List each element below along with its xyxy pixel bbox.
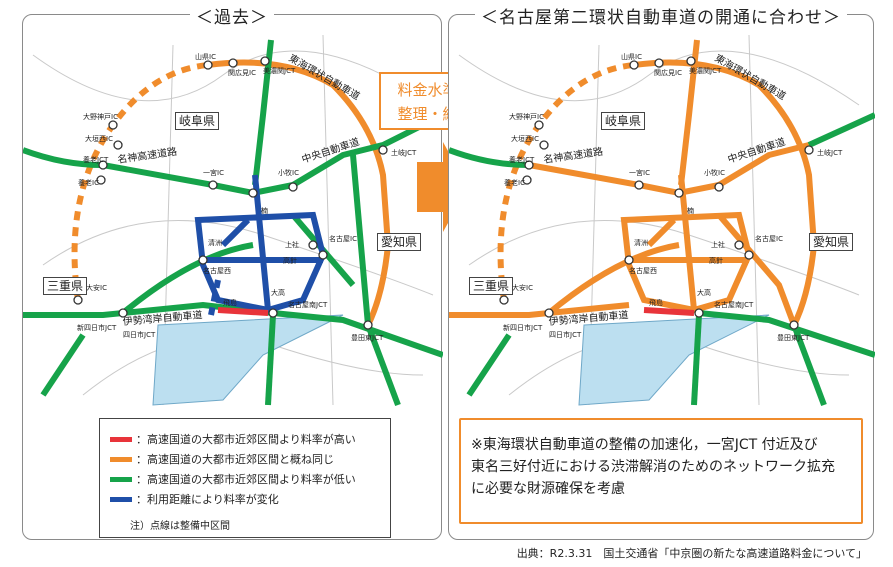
yokkaichi-label: 四日市JCT (549, 330, 582, 339)
komaki-label: 小牧IC (278, 168, 299, 177)
nagoya-ic-label: 名古屋IC (329, 234, 357, 243)
legend-blue: ：利用距離により料率が変化 (110, 491, 279, 507)
ono-label: 大野神戸IC (83, 112, 118, 121)
ise-bay (152, 314, 344, 406)
toyota-label: 豊田東JCT (351, 333, 384, 342)
ichinomiya-label: 一宮IC (629, 168, 650, 177)
mie-pref-label: 三重県 (469, 277, 514, 295)
ogaki-label: 大垣西IC (85, 134, 113, 143)
kusunoki-label: 楠 (261, 206, 268, 215)
meishin-label: 名神高速道路 (543, 145, 604, 166)
yamagata-label: 山県IC (195, 52, 216, 61)
kamiyashiro-label: 上社 (285, 240, 299, 249)
gifu-pref-label: 岐阜県 (601, 112, 646, 130)
toki-label: 土岐JCT (817, 148, 843, 157)
kiyosu-label: 清洲 (208, 238, 222, 247)
tobishima-label: 飛島 (649, 298, 663, 307)
current-panel-title: ＜名古屋第二環状自動車道の開通に合わせ＞ (475, 8, 847, 28)
mino-label: 美濃関JCT (263, 66, 296, 75)
blue-dashed (208, 279, 221, 316)
nagoya-ic-label: 名古屋IC (755, 234, 783, 243)
aichi-pref-label: 愛知県 (377, 233, 422, 251)
mie-pref-label: 三重県 (43, 277, 88, 295)
past-panel-title: ＜過去＞ (190, 8, 274, 28)
legend-green: ：高速国道の大都市近郊区間より料率が低い (110, 471, 356, 487)
red-segment (217, 307, 269, 316)
tokai-kanjo (207, 59, 392, 327)
nagoya-nishi-label: 名古屋西 (203, 266, 231, 275)
komaki-label: 小牧IC (704, 168, 725, 177)
interchange-nodes (499, 56, 814, 330)
yokkaichi-label: 四日市JCT (123, 330, 156, 339)
tokai-kanjo (633, 59, 818, 327)
interchange-nodes (73, 56, 388, 330)
nagoya-nishi-label: 名古屋西 (629, 266, 657, 275)
legend-orange: ：高速国道の大都市近郊区間と概ね同じ (110, 451, 334, 467)
daian-label: 大安IC (512, 283, 533, 292)
yoro-label: 養老JCT (83, 155, 109, 164)
toyota-label: 豊田東JCT (777, 333, 810, 342)
yamagata-label: 山県IC (621, 52, 642, 61)
kamiyashiro-label: 上社 (711, 240, 725, 249)
toki-label: 土岐JCT (391, 148, 417, 157)
current-map-panel: ＜名古屋第二環状自動車道の開通に合わせ＞ (448, 8, 875, 540)
daian-label: 大安IC (86, 283, 107, 292)
mino-label: 美濃関JCT (689, 66, 722, 75)
aichi-pref-label: 愛知県 (809, 233, 854, 251)
current-network-map: 名神高速道路 中央自動車道 東海環状自動車道 伊勢湾岸自動車道 山県IC 関広見… (449, 34, 875, 407)
legend: ：高速国道の大都市近郊区間より料率が高い ：高速国道の大都市近郊区間と概ね同じ … (99, 418, 391, 538)
yoro2-label: 養老IC (78, 178, 99, 187)
tokai-kanjo-dashed (71, 62, 209, 301)
takabari-label: 高針 (709, 256, 723, 265)
legend-note: 注）点線は整備中区間 (130, 521, 230, 532)
yoro-label: 養老JCT (509, 155, 535, 164)
seki-label: 関広見IC (654, 68, 682, 77)
seki-label: 関広見IC (228, 68, 256, 77)
nagoya-minami-label: 名古屋南JCT (288, 300, 328, 309)
ise-bay (578, 314, 770, 406)
oaka-label: 大高 (697, 288, 711, 297)
shin-yokkaichi-label: 新四日市JCT (77, 323, 117, 332)
nagoya-urban-expressways (194, 174, 327, 314)
ogaki-label: 大垣西IC (511, 134, 539, 143)
kusunoki-label: 楠 (687, 206, 694, 215)
tobishima-label: 飛島 (223, 298, 237, 307)
takabari-label: 高針 (283, 256, 297, 265)
gifu-pref-label: 岐阜県 (175, 112, 220, 130)
yoro2-label: 養老IC (504, 178, 525, 187)
ono-label: 大野神戸IC (509, 112, 544, 121)
orange-roads (449, 39, 810, 327)
source-citation: 出典：R2.3.31 国土交通省「中京圏の新たな高速道路料金について」 (516, 547, 867, 560)
legend-red: ：高速国道の大都市近郊区間より料率が高い (110, 431, 356, 447)
meishin-label: 名神高速道路 (117, 145, 178, 166)
past-map-panel: ＜過去＞ (22, 8, 443, 540)
kiyosu-label: 清洲 (634, 238, 648, 247)
red-segment (643, 307, 695, 316)
past-network-map: 名神高速道路 中央自動車道 東海環状自動車道 伊勢湾岸自動車道 山県IC 関広見… (23, 34, 443, 407)
oaka-label: 大高 (271, 288, 285, 297)
nagoya-minami-label: 名古屋南JCT (714, 300, 754, 309)
green-roads (449, 112, 875, 407)
ichinomiya-label: 一宮IC (203, 168, 224, 177)
financing-note: ※東海環状自動車道の整備の加速化，一宮JCT 付近及び 東名三好付近における渋滞… (459, 418, 863, 524)
shin-yokkaichi-label: 新四日市JCT (503, 323, 543, 332)
tokai-kanjo-dashed (497, 62, 635, 301)
